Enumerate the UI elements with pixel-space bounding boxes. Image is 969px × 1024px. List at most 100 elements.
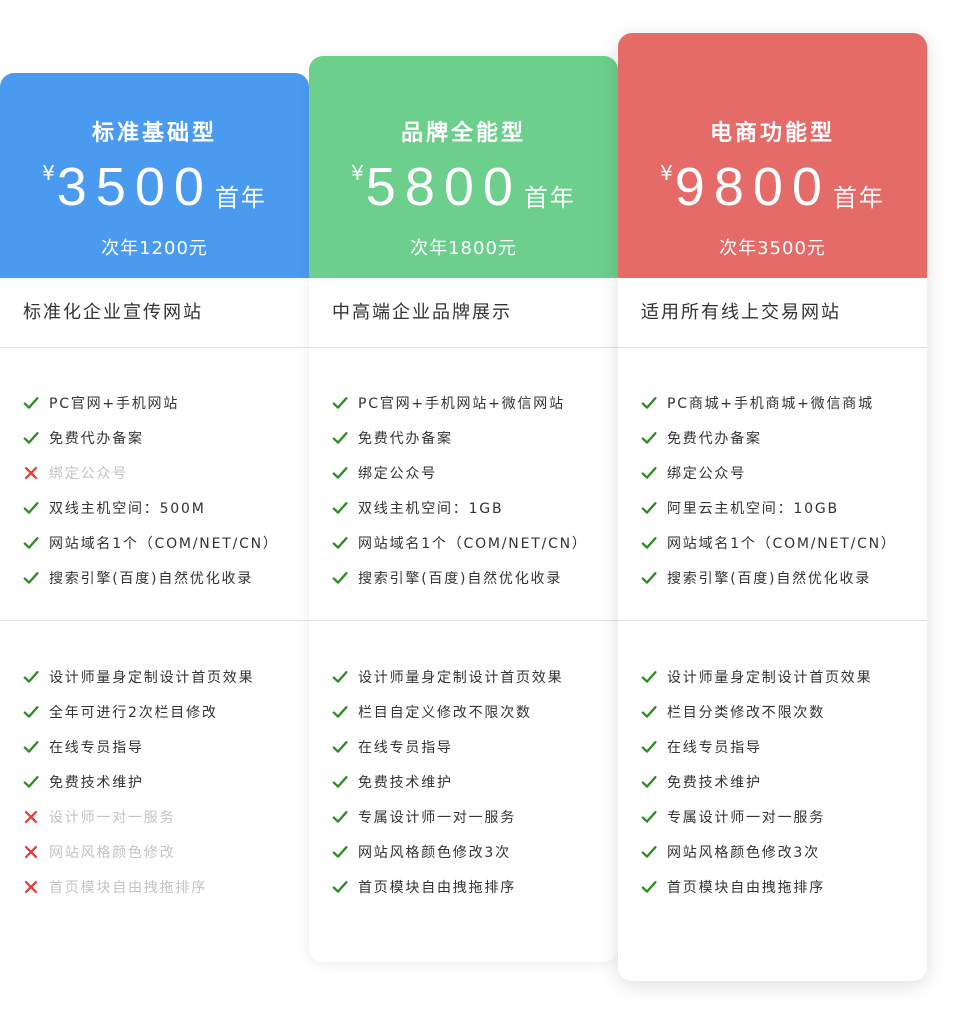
cross-icon — [23, 844, 39, 860]
plan-price: ¥ 9800 首年 — [618, 159, 927, 215]
price-amount: 9800 — [674, 157, 831, 217]
feature-group-service: 设计师量身定制设计首页效果栏目自定义修改不限次数在线专员指导免费技术维护专属设计… — [309, 621, 618, 921]
check-icon — [332, 879, 348, 895]
feature-item: 绑定公众号 — [332, 455, 588, 490]
feature-item: 搜索引擎(百度)自然优化收录 — [641, 560, 897, 595]
feature-item: PC官网+手机网站+微信网站 — [332, 385, 588, 420]
plan-header: 品牌全能型 ¥ 5800 首年 次年1800元 — [309, 56, 618, 278]
feature-list: 设计师量身定制设计首页效果栏目自定义修改不限次数在线专员指导免费技术维护专属设计… — [332, 659, 563, 904]
feature-text: PC官网+手机网站 — [49, 395, 180, 412]
plan-header: 电商功能型 ¥ 9800 首年 次年3500元 — [618, 33, 927, 278]
feature-text: 在线专员指导 — [358, 739, 453, 756]
check-icon — [641, 570, 657, 586]
feature-item: 设计师量身定制设计首页效果 — [332, 659, 563, 694]
feature-text: 专属设计师一对一服务 — [358, 809, 516, 826]
price-unit: 首年 — [832, 184, 885, 212]
feature-text: 网站风格颜色修改3次 — [667, 844, 820, 861]
feature-text: 网站风格颜色修改3次 — [358, 844, 511, 861]
feature-item: 免费代办备案 — [332, 420, 588, 455]
feature-text: PC官网+手机网站+微信网站 — [358, 395, 565, 412]
feature-text: 搜索引擎(百度)自然优化收录 — [667, 570, 872, 587]
feature-text: 专属设计师一对一服务 — [667, 809, 825, 826]
feature-text: 首页模块自由拽拖排序 — [358, 879, 516, 896]
check-icon — [332, 570, 348, 586]
feature-text: 搜索引擎(百度)自然优化收录 — [358, 570, 563, 587]
cross-icon — [23, 465, 39, 481]
check-icon — [641, 879, 657, 895]
feature-item: 专属设计师一对一服务 — [332, 799, 563, 834]
feature-group-basic: PC官网+手机网站+微信网站免费代办备案绑定公众号双线主机空间：1GB 网站域名1… — [309, 348, 618, 621]
feature-item: PC官网+手机网站 — [23, 385, 279, 420]
check-icon — [332, 844, 348, 860]
feature-text: 免费代办备案 — [667, 430, 762, 447]
feature-list: 设计师量身定制设计首页效果栏目分类修改不限次数在线专员指导免费技术维护专属设计师… — [641, 659, 872, 904]
feature-text: 双线主机空间：1GB — [358, 500, 504, 517]
feature-item: 在线专员指导 — [641, 729, 872, 764]
feature-text: 搜索引擎(百度)自然优化收录 — [49, 570, 254, 587]
feature-text: 设计师量身定制设计首页效果 — [667, 669, 873, 686]
feature-item: 栏目自定义修改不限次数 — [332, 694, 563, 729]
feature-item: 阿里云主机空间：10GB — [641, 490, 897, 525]
check-icon — [641, 844, 657, 860]
plan-card-brand: 品牌全能型 ¥ 5800 首年 次年1800元 中高端企业品牌展示 PC官网+手… — [309, 56, 618, 962]
feature-list: 设计师量身定制设计首页效果全年可进行2次栏目修改在线专员指导免费技术维护设计师一… — [23, 659, 254, 904]
feature-text: 设计师一对一服务 — [49, 809, 176, 826]
check-icon — [23, 774, 39, 790]
plan-name: 电商功能型 — [709, 121, 835, 146]
plan-card-standard: 标准基础型 ¥ 3500 首年 次年1200元 标准化企业宣传网站 PC官网+手… — [0, 73, 309, 1024]
currency-symbol: ¥ — [42, 161, 55, 185]
price-unit: 首年 — [523, 184, 576, 212]
feature-item: 在线专员指导 — [332, 729, 563, 764]
check-icon — [641, 774, 657, 790]
check-icon — [641, 395, 657, 411]
feature-text: 网站域名1个（COM/NET/CN） — [358, 535, 588, 552]
feature-item: 网站风格颜色修改3次 — [332, 834, 563, 869]
feature-text: 首页模块自由拽拖排序 — [49, 879, 207, 896]
check-icon — [23, 669, 39, 685]
renewal-price: 次年1800元 — [410, 238, 517, 259]
plan-name: 品牌全能型 — [400, 121, 526, 146]
feature-text: 设计师量身定制设计首页效果 — [49, 669, 255, 686]
feature-item: 首页模块自由拽拖排序 — [23, 869, 254, 904]
feature-item: 网站域名1个（COM/NET/CN） — [332, 525, 588, 560]
plan-price: ¥ 3500 首年 — [0, 159, 309, 215]
feature-item: 设计师量身定制设计首页效果 — [641, 659, 872, 694]
check-icon — [641, 809, 657, 825]
feature-item: 搜索引擎(百度)自然优化收录 — [332, 560, 588, 595]
feature-item: 网站风格颜色修改3次 — [641, 834, 872, 869]
check-icon — [332, 809, 348, 825]
currency-symbol: ¥ — [351, 161, 364, 185]
feature-text: 免费代办备案 — [49, 430, 144, 447]
feature-item: 免费代办备案 — [23, 420, 279, 455]
feature-text: 双线主机空间：500M — [49, 500, 206, 517]
check-icon — [641, 465, 657, 481]
check-icon — [23, 395, 39, 411]
feature-text: 网站域名1个（COM/NET/CN） — [667, 535, 897, 552]
feature-item: 双线主机空间：1GB — [332, 490, 588, 525]
plan-subtitle: 中高端企业品牌展示 — [309, 278, 618, 348]
check-icon — [641, 739, 657, 755]
check-icon — [641, 535, 657, 551]
feature-text: 在线专员指导 — [667, 739, 762, 756]
check-icon — [641, 704, 657, 720]
price-amount: 5800 — [365, 157, 522, 217]
feature-item: 全年可进行2次栏目修改 — [23, 694, 254, 729]
feature-text: PC商城+手机商城+微信商城 — [667, 395, 874, 412]
feature-item: 免费技术维护 — [332, 764, 563, 799]
feature-item: 搜索引擎(百度)自然优化收录 — [23, 560, 279, 595]
feature-item: 网站域名1个（COM/NET/CN） — [641, 525, 897, 560]
plan-name: 标准基础型 — [91, 121, 217, 146]
feature-item: 免费技术维护 — [641, 764, 872, 799]
feature-text: 免费技术维护 — [667, 774, 762, 791]
feature-group-service: 设计师量身定制设计首页效果全年可进行2次栏目修改在线专员指导免费技术维护设计师一… — [0, 621, 309, 921]
feature-text: 全年可进行2次栏目修改 — [49, 704, 218, 721]
price-amount: 3500 — [56, 157, 213, 217]
check-icon — [332, 465, 348, 481]
check-icon — [332, 669, 348, 685]
feature-text: 首页模块自由拽拖排序 — [667, 879, 825, 896]
feature-text: 设计师量身定制设计首页效果 — [358, 669, 564, 686]
plan-subtitle: 适用所有线上交易网站 — [618, 278, 927, 348]
